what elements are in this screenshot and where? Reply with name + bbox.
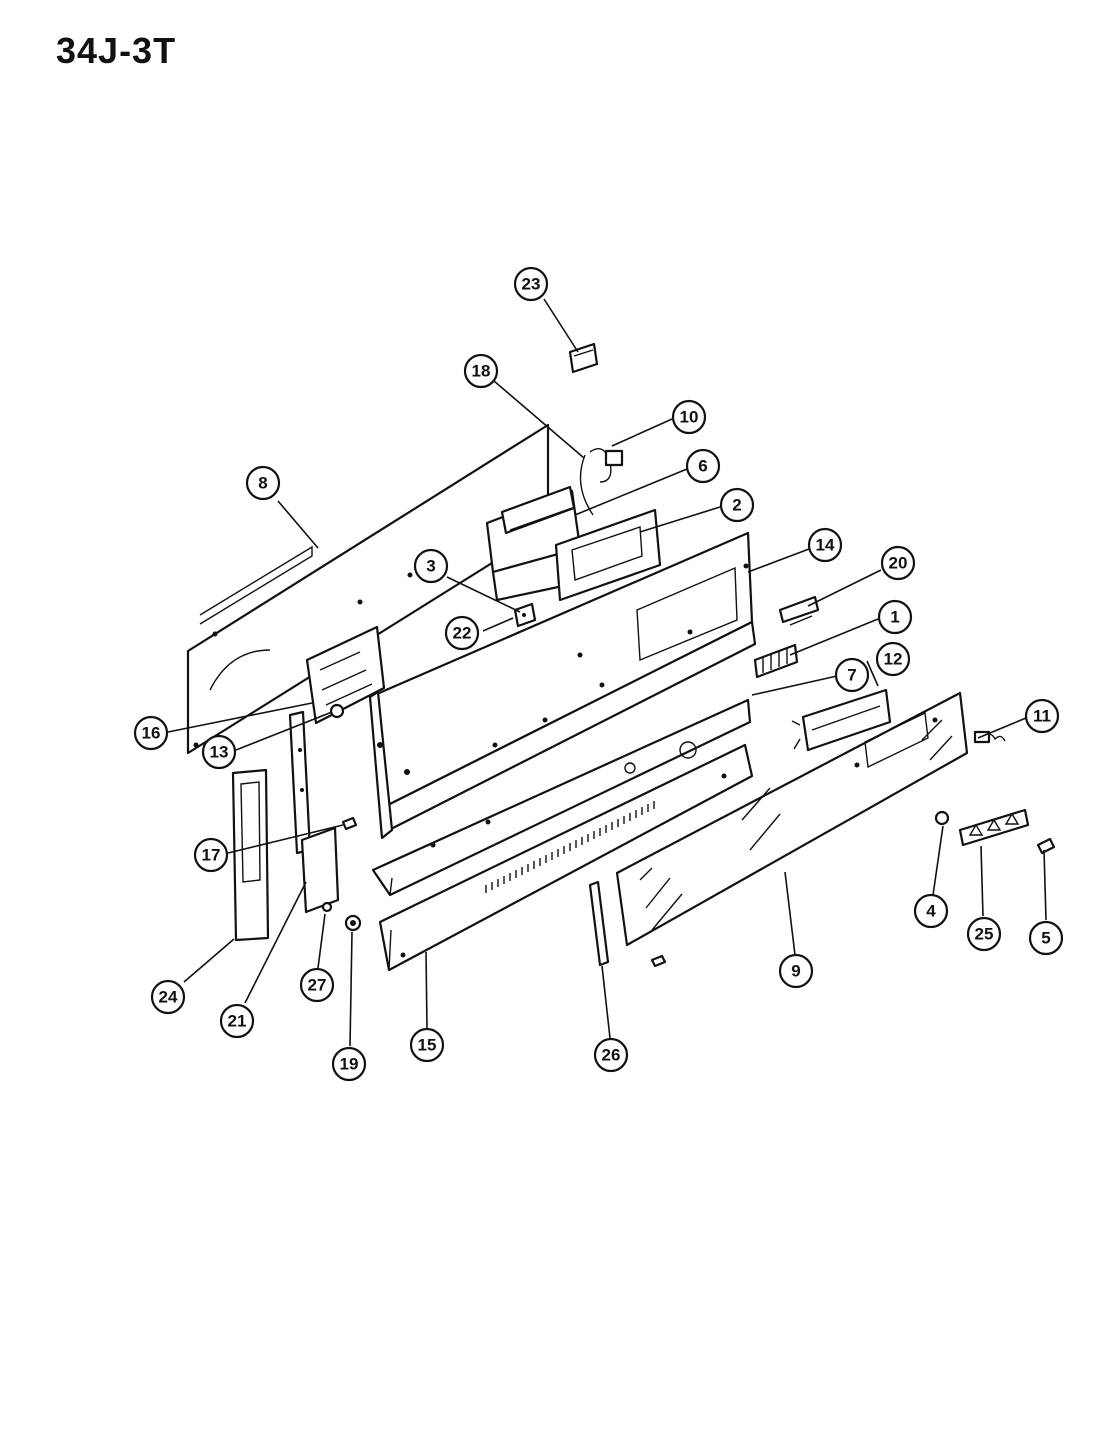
callout-label: 19 <box>340 1055 359 1074</box>
callout-label: 5 <box>1041 929 1050 948</box>
screw <box>1036 837 1056 855</box>
callout-label: 23 <box>522 275 541 294</box>
callout-7: 7 <box>834 657 870 693</box>
callout-12: 12 <box>875 641 911 677</box>
callout-14: 14 <box>807 527 843 563</box>
callout-label: 13 <box>210 743 229 762</box>
circuit-board <box>305 625 386 725</box>
lower-trim-channel <box>371 698 752 897</box>
callout-label: 4 <box>926 902 936 921</box>
callout-label: 15 <box>418 1036 437 1055</box>
grommet <box>934 810 950 826</box>
callout-25: 25 <box>966 916 1002 952</box>
callout-22: 22 <box>444 615 480 651</box>
mounting-bracket <box>554 508 662 602</box>
trim-strip <box>588 880 610 967</box>
callout-label: 8 <box>258 474 267 493</box>
callout-17: 17 <box>193 837 229 873</box>
callout-label: 2 <box>732 496 741 515</box>
callout-3: 3 <box>413 548 449 584</box>
callout-label: 27 <box>308 976 327 995</box>
glass-control-panel <box>615 691 969 947</box>
callout-10: 10 <box>671 399 707 435</box>
warning-label <box>958 808 1030 847</box>
small-clip <box>321 901 333 913</box>
vent-slots <box>485 801 655 893</box>
callout-27: 27 <box>299 967 335 1003</box>
page-title: 34J-3T <box>56 30 177 71</box>
callout-2: 2 <box>719 487 755 523</box>
callout-label: 17 <box>202 846 221 865</box>
callout-1: 1 <box>877 599 913 635</box>
callout-label: 3 <box>426 557 435 576</box>
callout-label: 16 <box>142 724 161 743</box>
callout-6: 6 <box>685 448 721 484</box>
terminal-block <box>753 643 799 679</box>
switch <box>568 342 599 374</box>
callout-8: 8 <box>245 465 281 501</box>
callout-label: 26 <box>602 1046 621 1065</box>
callout-9: 9 <box>778 953 814 989</box>
thermostat-switch <box>513 602 537 628</box>
callout-label: 7 <box>847 666 856 685</box>
callout-label: 20 <box>889 554 908 573</box>
callout-21: 21 <box>219 1003 255 1039</box>
callout-label: 9 <box>791 962 800 981</box>
callout-label: 25 <box>975 925 994 944</box>
vented-front-panel <box>378 743 754 972</box>
clip <box>778 595 820 626</box>
callout-label: 12 <box>884 650 903 669</box>
callout-label: 18 <box>472 362 491 381</box>
callout-18: 18 <box>463 353 499 389</box>
callout-5: 5 <box>1028 920 1064 956</box>
control-panel-housing <box>368 531 757 840</box>
callout-24: 24 <box>150 979 186 1015</box>
callout-label: 1 <box>890 608 899 627</box>
panel-screw <box>650 954 667 968</box>
knob <box>344 914 362 932</box>
leader-lines <box>167 298 1047 1047</box>
nut <box>329 703 345 719</box>
control-board-bracket <box>791 688 892 752</box>
callout-19: 19 <box>331 1046 367 1082</box>
end-cap <box>231 768 270 942</box>
callout-13: 13 <box>201 734 237 770</box>
callout-label: 24 <box>159 988 178 1007</box>
callout-23: 23 <box>513 266 549 302</box>
mounting-screw <box>341 816 358 831</box>
callout-4: 4 <box>913 893 949 929</box>
callout-11: 11 <box>1024 698 1060 734</box>
callout-16: 16 <box>133 715 169 751</box>
callout-label: 21 <box>228 1012 247 1031</box>
callout-label: 14 <box>816 536 835 555</box>
callout-label: 6 <box>698 457 707 476</box>
callout-label: 11 <box>1033 707 1051 726</box>
callout-label: 22 <box>453 624 472 643</box>
side-bracket <box>288 710 340 914</box>
callout-15: 15 <box>409 1027 445 1063</box>
callout-20: 20 <box>880 545 916 581</box>
callout-label: 10 <box>680 408 699 427</box>
callout-26: 26 <box>593 1037 629 1073</box>
